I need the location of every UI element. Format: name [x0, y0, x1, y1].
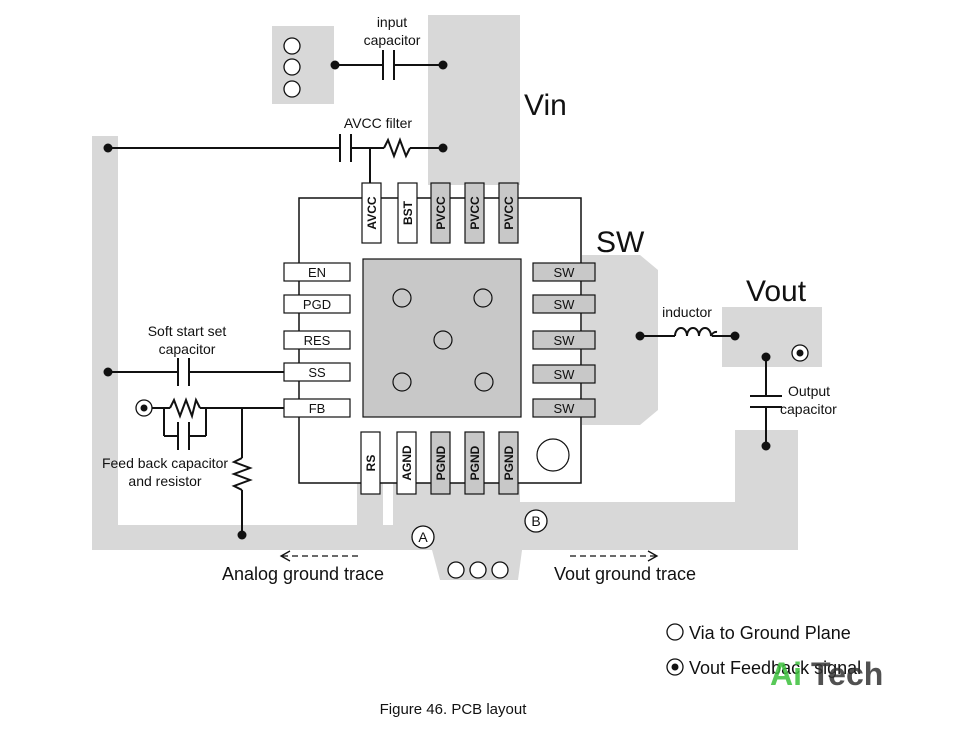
pin-pvcc-3: PVCC	[502, 196, 516, 230]
pin-rs: RS	[364, 455, 378, 472]
pin-pgd: PGD	[303, 297, 331, 312]
soft-start-label-1: Soft start set	[148, 323, 227, 339]
pin-pgnd-3: PGND	[502, 445, 516, 480]
input-capacitor-label-2: capacitor	[364, 32, 421, 48]
pin-pgnd-2: PGND	[468, 445, 482, 480]
legend: Via to Ground Plane Vout Feedback signal	[666, 623, 861, 678]
output-capacitor-label-1: Output	[788, 383, 830, 399]
analog-ground-horizontal	[92, 525, 402, 550]
legend-via-icon	[666, 623, 684, 641]
vin-trace	[428, 15, 520, 185]
pin-bst: BST	[401, 200, 415, 225]
left-pins: EN PGD RES SS FB	[283, 262, 351, 418]
copper-regions	[92, 15, 822, 580]
top-pins: AVCC BST PVCC PVCC PVCC	[361, 182, 519, 244]
point-a-label: A	[418, 529, 428, 545]
pin-sw-1: SW	[554, 265, 576, 280]
ground-arrows	[279, 550, 659, 562]
input-capacitor-label-1: input	[377, 14, 407, 30]
point-b-label: B	[531, 513, 540, 529]
inductor-label: inductor	[662, 304, 712, 320]
feedback-via-vout	[791, 344, 809, 362]
analog-ground-label: Analog ground trace	[222, 564, 384, 584]
watermark-part2: Tech	[811, 656, 883, 692]
sw-label: SW	[596, 226, 645, 259]
watermark-logo: Ai Tech	[770, 656, 883, 692]
wires	[108, 50, 782, 535]
vin-label: Vin	[524, 89, 567, 122]
legend-via-label: Via to Ground Plane	[689, 623, 851, 643]
pin-pvcc-1: PVCC	[434, 196, 448, 230]
input-cap-ground-pad	[272, 26, 334, 104]
pin1-marker	[536, 438, 570, 472]
pin-avcc: AVCC	[365, 196, 379, 229]
pin-res: RES	[304, 333, 331, 348]
pin-sw-5: SW	[554, 401, 576, 416]
point-b-marker	[524, 509, 548, 533]
feedback-via-left	[135, 399, 153, 417]
pin-pgnd-1: PGND	[434, 445, 448, 480]
pin-en: EN	[308, 265, 326, 280]
legend-feedback-label: Vout Feedback signal	[689, 658, 861, 678]
pin-fb: FB	[309, 401, 326, 416]
ground-vias	[283, 37, 509, 579]
bottom-pins: RS AGND PGND PGND PGND	[360, 431, 519, 495]
feedback-label-2: and resistor	[128, 473, 201, 489]
output-capacitor-label-2: capacitor	[780, 401, 837, 417]
watermark-part1: Ai	[770, 656, 802, 692]
vout-label: Vout	[746, 275, 807, 308]
pin-agnd: AGND	[400, 445, 414, 481]
pin-sw-4: SW	[554, 367, 576, 382]
pin-sw-3: SW	[554, 333, 576, 348]
pin-ss: SS	[308, 365, 326, 380]
feedback-label-1: Feed back capacitor	[102, 455, 228, 471]
pin-sw-2: SW	[554, 297, 576, 312]
vout-ground-label: Vout ground trace	[554, 564, 696, 584]
analog-ground-vertical	[92, 136, 118, 550]
sw-node	[582, 255, 658, 425]
exposed-pad	[362, 258, 522, 418]
figure-caption: Figure 46. PCB layout	[380, 701, 528, 718]
avcc-filter-label: AVCC filter	[344, 115, 413, 131]
right-pins: SW SW SW SW SW	[532, 262, 596, 418]
soft-start-label-2: capacitor	[159, 341, 216, 357]
point-a-marker	[411, 525, 435, 549]
exposed-pad-vias	[392, 288, 494, 392]
pin-pvcc-2: PVCC	[468, 196, 482, 230]
junction-dots	[103, 60, 771, 540]
ground-node	[412, 480, 525, 580]
